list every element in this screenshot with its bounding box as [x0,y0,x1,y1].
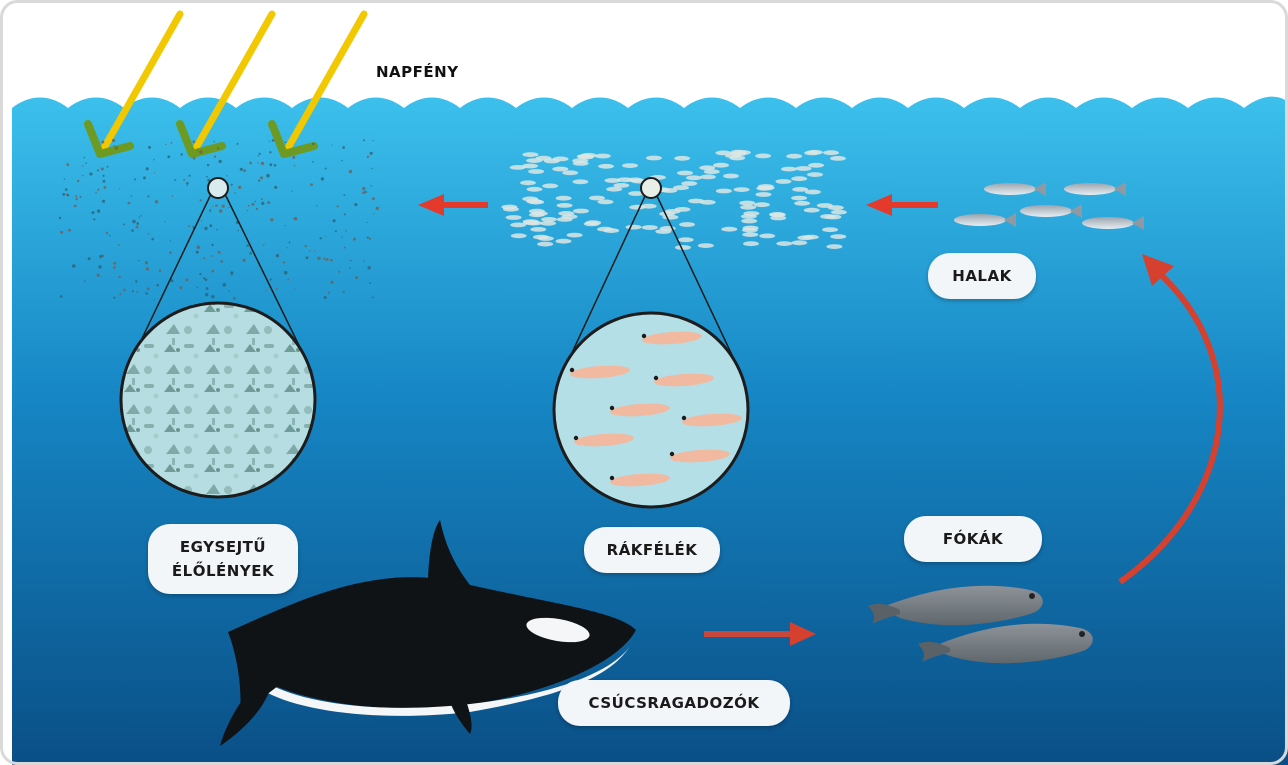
seals-label: FÓKÁK [904,516,1042,562]
single-cell-label-line2: ÉLŐLÉNYEK [172,559,274,583]
fish [954,214,1006,226]
sunlight-label: NAPFÉNY [376,63,459,81]
fish [984,183,1036,195]
apex-predators-label: CSÚCSRAGADOZÓK [558,680,790,726]
single-cell-organisms-label: EGYSEJTŰ ÉLŐLÉNYEK [148,524,298,594]
fish-label: HALAK [928,253,1036,299]
single-cell-label-line1: EGYSEJTŰ [180,535,266,559]
fish [1064,183,1116,195]
fish [1082,217,1134,229]
crustaceans-label: RÁKFÉLÉK [584,527,720,573]
fish [1020,205,1072,217]
